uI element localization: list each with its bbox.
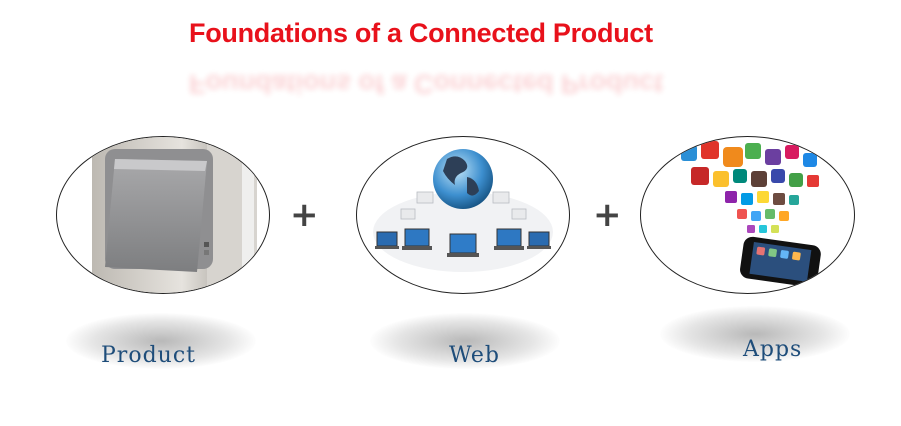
web-label: Web xyxy=(449,343,500,368)
title-reflection: Foundations of a Connected Product xyxy=(189,69,663,99)
web-oval xyxy=(356,136,570,294)
product-shadow xyxy=(66,313,256,369)
globe-network-icon xyxy=(373,149,553,272)
pet-door-icon xyxy=(92,137,257,293)
apps-oval xyxy=(640,136,855,294)
product-label: Product xyxy=(101,343,196,368)
page-title: Foundations of a Connected Product xyxy=(189,18,653,48)
plus-sign-2: + xyxy=(593,195,622,235)
product-oval xyxy=(56,136,270,294)
smartphone-apps-icon xyxy=(681,141,821,287)
apps-shadow xyxy=(660,306,850,362)
plus-sign-1: + xyxy=(290,195,319,235)
web-shadow xyxy=(370,313,560,369)
apps-label: Apps xyxy=(743,337,803,362)
